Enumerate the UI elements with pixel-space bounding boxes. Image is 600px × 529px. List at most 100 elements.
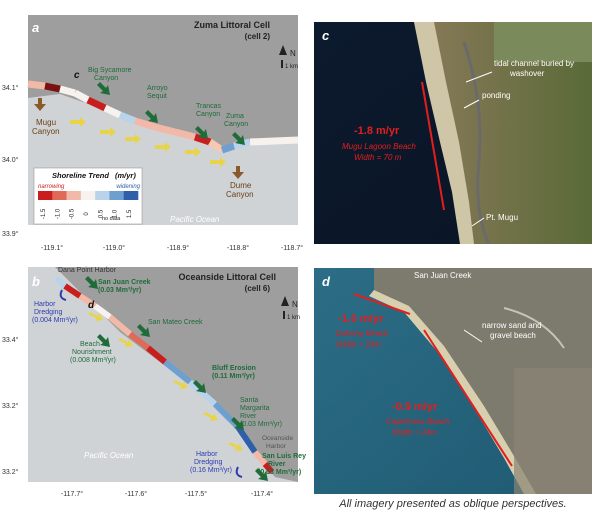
label-san-luis-rey: San Luis Rey — [262, 453, 306, 460]
legend-color-swatch — [52, 191, 67, 200]
sediment-source-arrows — [85, 276, 268, 481]
lon-tick: -117.7° — [61, 490, 83, 498]
label-mugu: Mugu — [36, 118, 56, 127]
scale-label-a: 1 km — [285, 64, 298, 70]
shoreline-trend-legend: Shoreline Trend (m/yr) narrowing widenin… — [33, 167, 143, 225]
legend-tick-label: 1.5 — [127, 209, 133, 218]
legend-tick-label: -1.0 — [55, 208, 61, 219]
panel-a-subtitle: (cell 2) — [245, 32, 271, 41]
label-tidal-channel: tidal channel buried by — [494, 59, 574, 68]
label-gravel-beach: gravel beach — [490, 331, 536, 340]
shoreline-trend-segment-1 — [353, 293, 411, 315]
label-big-sycamore: Big Sycamore — [88, 67, 132, 74]
panel-c-aerial-photo: c -1.8 m/yr Mugu Lagoon Beach Width = 70… — [314, 22, 592, 244]
label-ponding: ponding — [482, 91, 510, 100]
annotation-leaders — [463, 71, 493, 227]
label-pt-mugu: Pt. Mugu — [486, 213, 518, 222]
shoreline-trend-line — [27, 80, 299, 154]
lon-tick: -119.1° — [41, 244, 63, 252]
littoral-drift-arrows — [88, 312, 243, 451]
legend-color-bar — [38, 191, 139, 200]
label-harbor-dredging-2: Harbor — [196, 451, 218, 458]
lat-tick: 33.4° — [2, 336, 19, 344]
panel-d-aerial-photo: d San Juan Creek -1.0 m/yr Doheny Beach … — [314, 268, 592, 494]
label-big-sycamore-2: Canyon — [94, 75, 118, 82]
panel-d-beach-name-1: Doheny Beach — [336, 329, 389, 338]
label-dredging-2: Dredging — [194, 459, 223, 466]
legend-color-swatch — [109, 191, 125, 200]
legend-color-swatch — [123, 191, 139, 200]
legend-units: (m/yr) — [115, 171, 136, 180]
scale-label-b: 1 km — [287, 315, 300, 321]
label-san-juan-creek: San Juan Creek — [98, 279, 151, 286]
label-pacific-ocean-a: Pacific Ocean — [170, 215, 220, 224]
label-zuma: Zuma — [226, 113, 244, 120]
label-margarita: Margarita — [240, 405, 270, 412]
legend-color-swatch — [38, 191, 53, 200]
label-dredging-1: Dredging — [34, 309, 63, 316]
panel-a-map: a Zuma Littoral Cell (cell 2) c Big Syca… — [2, 15, 303, 252]
lon-tick: -117.4° — [251, 490, 273, 498]
label-santa: Santa — [240, 397, 258, 404]
label-mugu-2: Canyon — [32, 127, 60, 136]
lat-tick: 33.2° — [2, 402, 19, 410]
legend-tick-label: -0.5 — [70, 208, 76, 219]
label-nourishment-rate: (0.008 Mm³/yr) — [70, 357, 116, 364]
label-bluff-rate: (0.11 Mm³/yr) — [212, 373, 255, 380]
label-narrow-sand: narrow sand and — [482, 321, 542, 330]
lon-tick: -118.9° — [167, 244, 189, 252]
canyon-arrows — [34, 98, 244, 179]
lat-tick: 34.1° — [2, 84, 19, 92]
legend-tick-label: -1.5 — [41, 208, 47, 219]
label-san-mateo: San Mateo Creek — [148, 319, 203, 326]
panel-a-letter: a — [32, 20, 39, 35]
panel-a-title: Zuma Littoral Cell — [194, 20, 270, 30]
panel-d-beach-width-2: Width = 24m — [392, 428, 437, 437]
shoreline-trend-segment-2 — [423, 329, 513, 467]
label-san-juan-rate: (0.03 Mm³/yr) — [98, 287, 141, 294]
lon-tick: -117.6° — [125, 490, 147, 498]
label-oceanside: Oceanside — [262, 435, 293, 442]
north-arrow-b: N 1 km — [281, 296, 300, 321]
panel-c-beach-name: Mugu Lagoon Beach — [342, 142, 416, 151]
label-washover: washover — [509, 69, 545, 78]
north-label-b: N — [292, 300, 298, 309]
label-dredging-rate-1: (0.004 Mm³/yr) — [32, 317, 78, 324]
lon-tick: -119.0° — [103, 244, 125, 252]
panel-c-beach-width: Width = 70 m — [354, 153, 402, 162]
label-dume: Dume — [230, 181, 252, 190]
lat-tick: 34.0° — [2, 156, 19, 164]
lat-tick: 33.9° — [2, 230, 19, 238]
lat-tick: 33.2° — [2, 468, 19, 476]
label-sequit: Sequit — [147, 93, 167, 100]
label-san-luis-river: River — [268, 461, 286, 468]
label-zuma-2: Canyon — [224, 121, 248, 128]
legend-title: Shoreline Trend — [52, 171, 109, 180]
littoral-drift-arrows — [70, 117, 226, 167]
legend-color-swatch — [66, 191, 82, 200]
label-trancas: Trancas — [196, 103, 222, 110]
panel-b-letter: b — [32, 274, 40, 289]
label-oceanside-harbor: Harbor — [266, 443, 287, 450]
figure-caption: All imagery presented as oblique perspec… — [339, 498, 567, 510]
label-santa-marg-rate: (0.03 Mm³/yr) — [240, 421, 282, 428]
label-d-marker: d — [88, 300, 95, 311]
legend-narrowing: narrowing — [38, 184, 65, 190]
panel-c-rate: -1.8 m/yr — [354, 125, 400, 137]
label-dume-2: Canyon — [226, 190, 254, 199]
panel-d-beach-name-2: Capistrano Beach — [386, 417, 450, 426]
north-arrow-a: N 1 km — [279, 45, 298, 70]
panel-d-rate-2: -0.9 m/yr — [392, 401, 438, 413]
label-nourishment: Nourishment — [72, 349, 112, 356]
lon-tick: -117.5° — [185, 490, 207, 498]
panel-c-letter: c — [322, 28, 330, 43]
lon-tick: -118.8° — [227, 244, 249, 252]
legend-color-swatch — [80, 191, 96, 200]
label-dredging-rate-2: (0.16 Mm³/yr) — [190, 467, 232, 474]
lon-tick: -118.7° — [281, 244, 303, 252]
north-label-a: N — [290, 49, 296, 58]
panel-b-map: b Oceanside Littoral Cell (cell 6) Dana … — [2, 267, 306, 498]
label-arroyo: Arroyo — [147, 85, 168, 92]
label-harbor-dredging-1: Harbor — [34, 301, 56, 308]
legend-tick-label: 1.0 — [113, 209, 119, 218]
